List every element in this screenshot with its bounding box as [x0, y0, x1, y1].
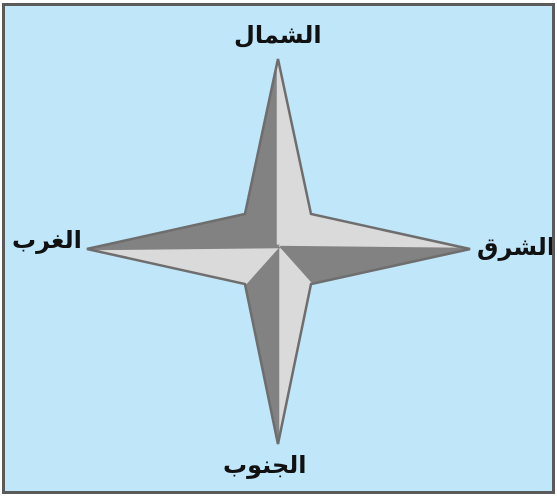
north-label: الشمال — [234, 23, 322, 47]
compass-rose — [5, 6, 552, 491]
compass-rose-frame: الشمال الجنوب الغرب الشرق — [2, 3, 555, 494]
west-label: الغرب — [12, 228, 82, 252]
south-label: الجنوب — [223, 453, 307, 477]
east-label: الشرق — [477, 235, 555, 259]
